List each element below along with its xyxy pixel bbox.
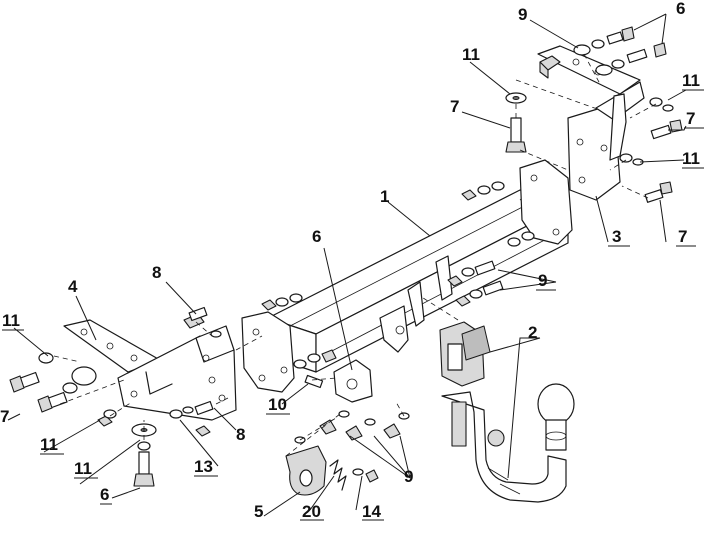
beam-center-brackets [333,255,453,403]
callout-numbers: 1 2 3 4 5 6 6 6 7 7 7 7 8 8 9 9 9 10 11 … [0,0,700,521]
socket-housing [439,321,491,387]
callout-20: 20 [302,502,321,521]
callout-6-bottom: 6 [100,485,109,504]
callout-7-top: 7 [450,97,459,116]
left-bracket-part-4 [63,319,237,421]
callout-7-right1: 7 [686,109,695,128]
callout-1: 1 [380,187,389,206]
callout-6-mid: 6 [312,227,321,246]
callout-4: 4 [68,277,78,296]
callout-9-bottom: 9 [404,467,413,486]
beam-nuts-left [261,293,337,369]
beam-nuts-right [447,181,535,307]
bolt-stack-lower-center [294,410,410,483]
callout-11-right2: 11 [682,149,700,168]
bolt-stack-top-right [573,26,667,76]
tow-ball-part-2 [441,383,575,503]
beam-left-end-plate [241,311,295,393]
callout-8-top: 8 [152,263,161,282]
callout-7-left: 7 [0,407,9,426]
assembly-dashed-lines [53,53,657,457]
callout-3: 3 [612,227,621,246]
callout-8-bottom: 8 [236,425,245,444]
callout-underlines [2,89,704,521]
bolt-stack-left-upper [183,306,324,389]
callout-leaders [7,13,687,517]
callout-6-top: 6 [676,0,685,18]
right-bracket-part-3 [537,45,645,201]
callout-13: 13 [194,457,213,476]
callout-2: 2 [528,323,537,342]
callout-11-left1: 11 [2,311,20,330]
callout-9-mid: 9 [538,271,547,290]
callout-7-right2: 7 [678,227,687,246]
spring-part-20 [329,459,347,491]
callout-10: 10 [268,395,287,414]
bolt-stack-right [619,97,683,203]
callout-11-right1: 11 [682,71,700,90]
callout-11-left2: 11 [40,435,58,454]
callout-14: 14 [362,502,381,521]
callout-5: 5 [254,502,263,521]
plug-plate-part-5 [285,445,327,496]
callout-11-top: 11 [462,45,480,64]
beam-right-end-plate [519,159,573,245]
bolt-stack-top [505,92,527,153]
callout-11-left3: 11 [74,459,92,478]
callout-9-top: 9 [518,5,527,24]
bolt-stack-far-left [9,352,97,413]
